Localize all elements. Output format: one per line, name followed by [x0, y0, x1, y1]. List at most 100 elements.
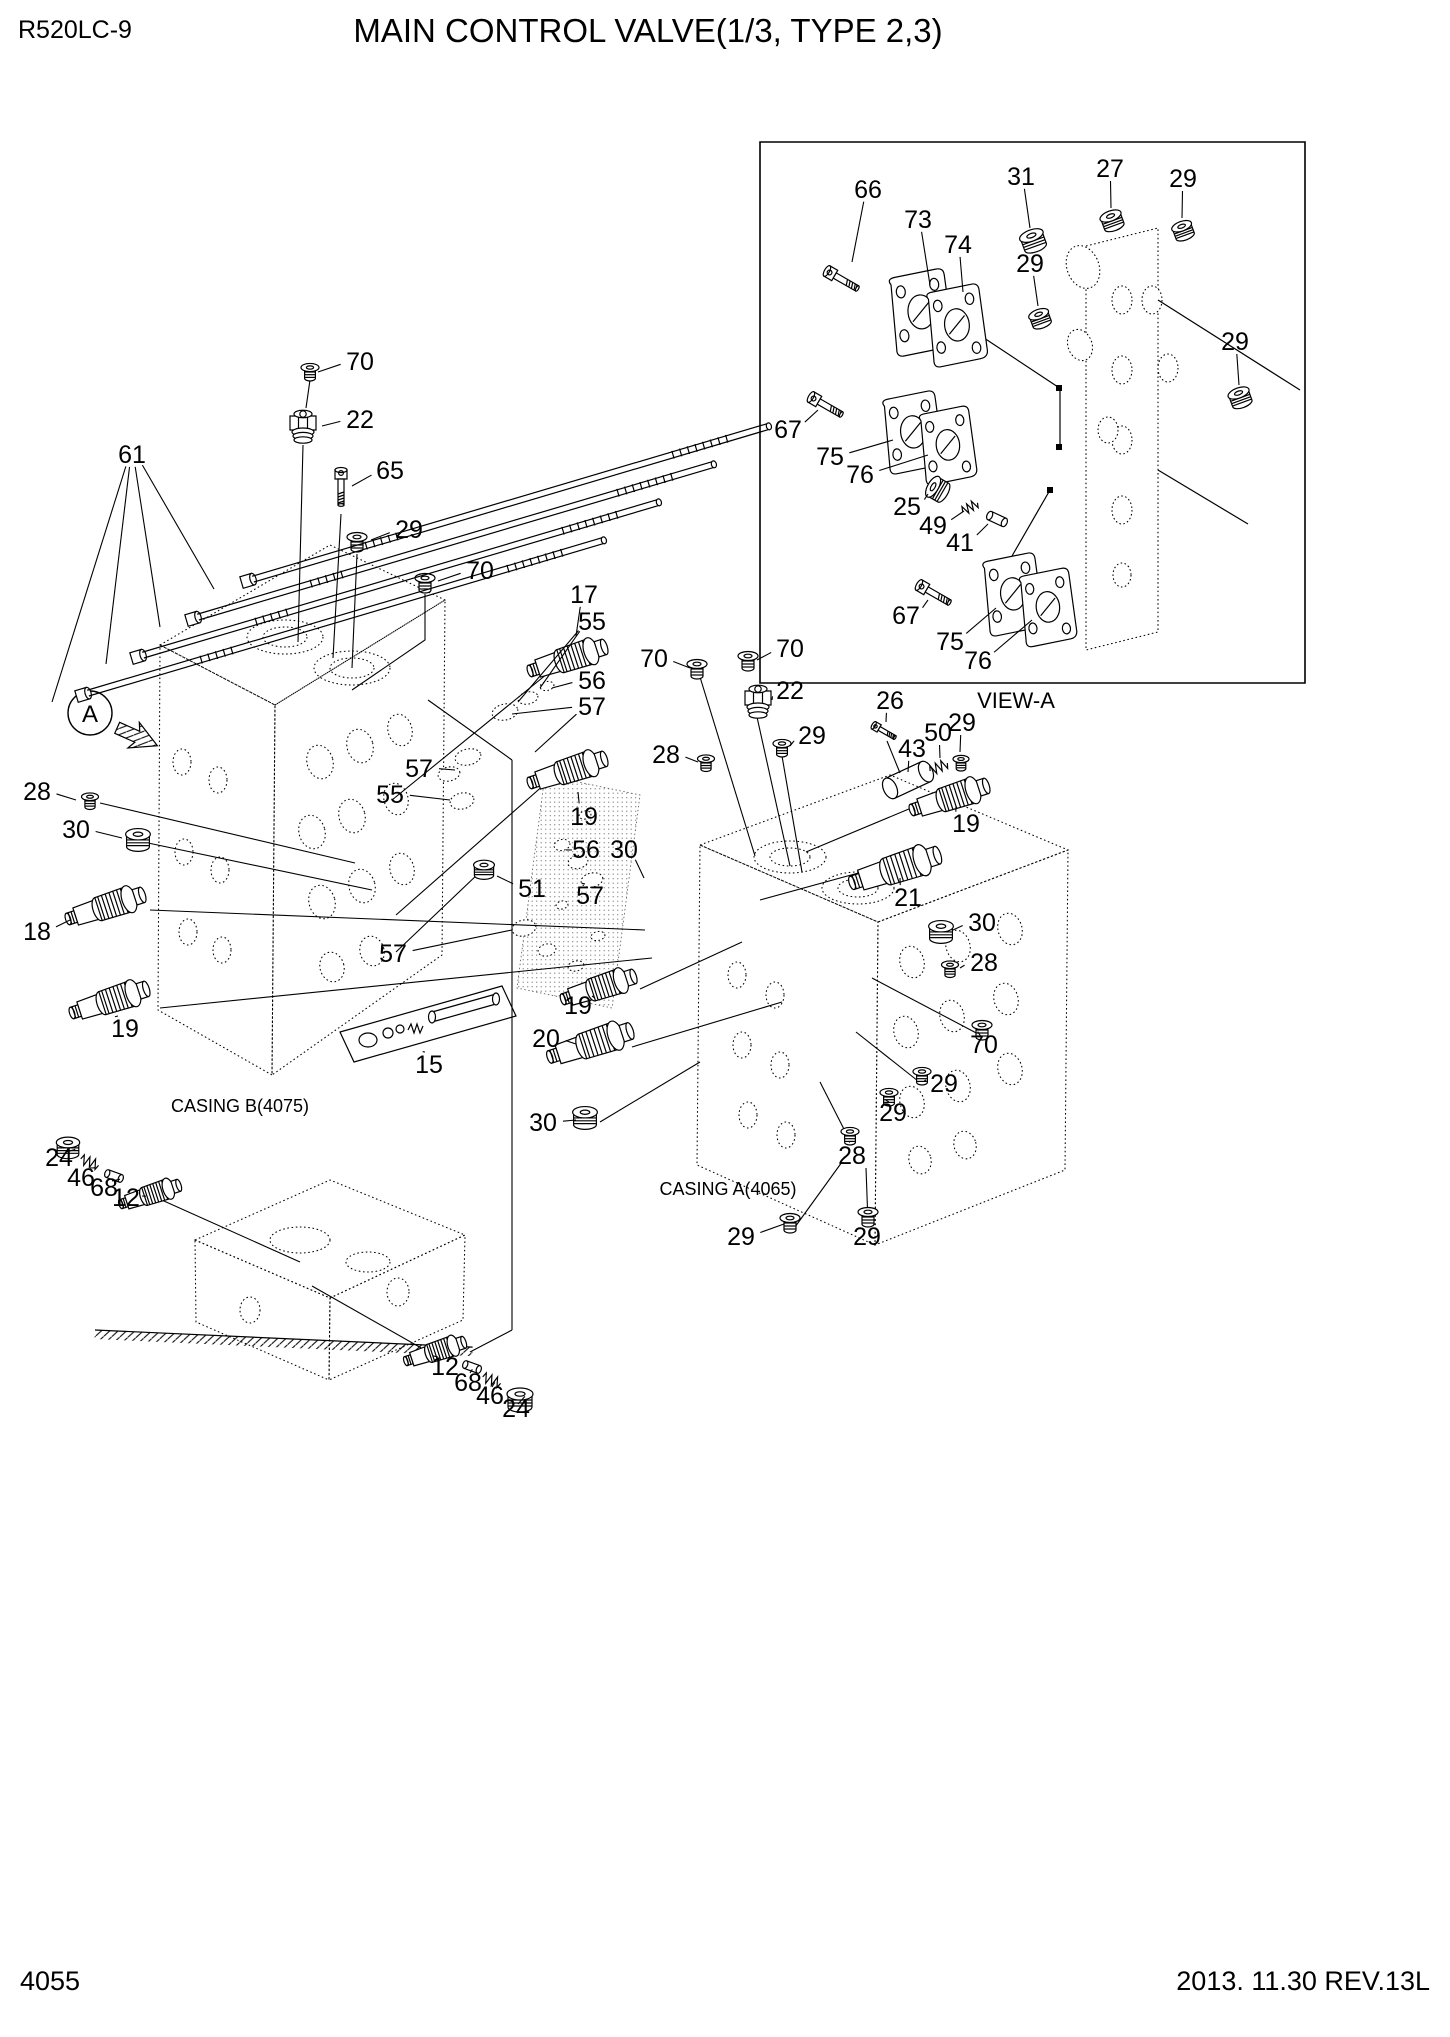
callout-70: 70 — [776, 635, 804, 663]
callout-55: 55 — [578, 608, 606, 636]
callout-70: 70 — [466, 557, 494, 585]
part-screw — [696, 754, 716, 773]
leader-line — [790, 741, 794, 746]
part-plug — [1026, 305, 1054, 332]
callout-31: 31 — [1007, 163, 1035, 191]
part-spring — [959, 498, 981, 516]
callout-70: 70 — [640, 645, 668, 673]
leader-line — [592, 996, 595, 998]
callout-67: 67 — [892, 602, 920, 630]
callout-20: 20 — [532, 1025, 560, 1053]
leader-line — [535, 714, 576, 752]
model-code: R520LC-9 — [18, 16, 132, 44]
callout-24: 24 — [502, 1395, 530, 1423]
part-screw — [940, 960, 960, 979]
leader-line — [923, 600, 928, 608]
part-nut — [744, 684, 772, 719]
part-bolt — [869, 720, 899, 743]
leader-line — [978, 1032, 982, 1038]
callout-41: 41 — [946, 529, 974, 557]
part-screw — [952, 754, 970, 772]
leader-line — [106, 467, 130, 664]
callout-29: 29 — [1221, 328, 1249, 356]
leader-line — [960, 735, 961, 752]
leader-line — [518, 1396, 525, 1404]
leader-line — [635, 860, 644, 878]
leader-line — [552, 683, 572, 688]
callout-65: 65 — [376, 457, 404, 485]
leader-line — [563, 1120, 576, 1121]
callout-75: 75 — [936, 628, 964, 656]
callout-29: 29 — [930, 1070, 958, 1098]
part-plug — [473, 859, 495, 880]
part-screw — [737, 650, 759, 672]
callout-27: 27 — [1096, 155, 1124, 183]
leader-line — [924, 494, 928, 500]
part-screw — [300, 362, 320, 382]
leader-line — [685, 757, 698, 762]
leader-line — [582, 883, 585, 884]
part-valve — [60, 880, 151, 934]
callout-25: 25 — [893, 493, 921, 521]
part-plug — [1097, 206, 1127, 235]
callout-56: 56 — [572, 836, 600, 864]
leader-line — [578, 792, 579, 803]
callout-66: 66 — [854, 176, 882, 204]
leader-line — [56, 794, 76, 800]
callout-61: 61 — [118, 441, 146, 469]
leader-line — [52, 466, 126, 702]
bottom-casing-drawing — [94, 1180, 473, 1380]
callout-76: 76 — [964, 647, 992, 675]
leader-line — [566, 1041, 576, 1044]
callout-12: 12 — [431, 1353, 459, 1381]
page-number: 4055 — [20, 1966, 80, 1996]
callout-30: 30 — [62, 816, 90, 844]
leader-line — [112, 1179, 120, 1181]
leader-line — [413, 930, 512, 951]
callout-29: 29 — [727, 1223, 755, 1251]
leader-line — [805, 410, 818, 422]
part-flange — [918, 404, 979, 486]
callout-57: 57 — [578, 693, 606, 721]
leader-line — [135, 467, 160, 627]
leader-line — [115, 1016, 118, 1017]
callout-70: 70 — [346, 348, 374, 376]
leader-line — [1237, 354, 1239, 385]
leader-line — [994, 620, 1032, 652]
callout-43: 43 — [898, 735, 926, 763]
leader-line — [433, 1356, 438, 1357]
casing-b-caption: CASING B(4075) — [171, 1096, 309, 1116]
callout-24: 24 — [45, 1144, 73, 1172]
callout-30: 30 — [529, 1109, 557, 1137]
leader-line — [849, 440, 893, 453]
callout-19: 19 — [111, 1015, 139, 1043]
callout-30: 30 — [968, 909, 996, 937]
detail-marker-letter: A — [82, 701, 98, 728]
part-screw — [772, 738, 792, 758]
view-a-inset: VIEW-A — [760, 142, 1305, 713]
part-nut — [289, 409, 317, 444]
leader-line — [886, 1100, 889, 1102]
callout-68: 68 — [454, 1369, 482, 1397]
page-title: MAIN CONTROL VALVE(1/3, TYPE 2,3) — [353, 12, 942, 49]
construction-lines — [100, 380, 982, 1353]
part-flange — [1018, 566, 1079, 648]
leader-line — [576, 607, 580, 636]
callout-46: 46 — [476, 1382, 504, 1410]
callout-26: 26 — [876, 687, 904, 715]
oring-panel — [437, 680, 640, 1008]
leader-line — [96, 831, 122, 838]
part-screw — [686, 658, 708, 680]
callout-18: 18 — [23, 918, 51, 946]
leader-line — [953, 925, 963, 930]
leader-line — [318, 364, 341, 372]
casing-a-drawing: CASING A(4065) — [659, 775, 1068, 1245]
callout-46: 46 — [67, 1164, 95, 1192]
leader-line — [951, 511, 964, 520]
callout-22: 22 — [346, 406, 374, 434]
leader-line — [1110, 181, 1111, 208]
callout-57: 57 — [405, 755, 433, 783]
callout-75: 75 — [816, 443, 844, 471]
part-pin — [984, 509, 1010, 529]
